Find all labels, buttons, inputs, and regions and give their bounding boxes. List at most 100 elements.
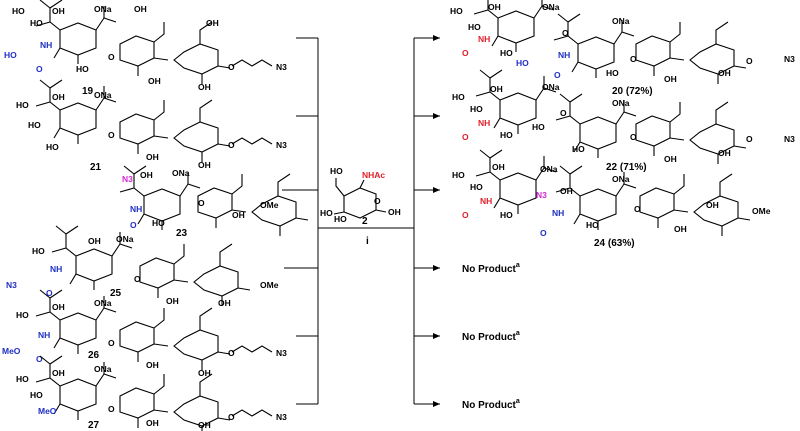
atom-nh: NH — [38, 330, 50, 340]
compound-21: HO OH ONa HO O HO OH OH O N3 21 — [16, 79, 287, 173]
label-20: 20 (72%) — [612, 86, 653, 97]
atom-oh: OH — [52, 6, 65, 16]
atom-oh: OH — [198, 160, 211, 170]
atom-meo: MeO — [38, 406, 57, 416]
right-bracket — [413, 35, 440, 407]
atom-oh: OH — [88, 236, 101, 246]
atom-oh: OH — [718, 148, 731, 158]
atom-oh: OH — [52, 302, 65, 312]
no-product-3: No Producta — [462, 398, 520, 411]
atom-nh: NH — [552, 208, 564, 218]
atom-ho: HO — [28, 120, 41, 130]
atom-ona: ONa — [540, 164, 558, 174]
atom-oh: OH — [218, 298, 231, 308]
atom-n3: N3 — [122, 174, 133, 184]
compound-20: HO OH ONa HO NH O HO O ONa NH HO O O HO … — [450, 0, 795, 97]
label-25: 25 — [110, 288, 122, 299]
atom-n3: N3 — [784, 134, 795, 144]
atom-ho: HO — [334, 214, 347, 224]
atom-ho: HO — [330, 166, 343, 176]
atom-ho: HO — [572, 144, 585, 154]
atom-n3: N3 — [784, 54, 795, 64]
atom-oh: OH — [718, 68, 731, 78]
atom-o: O — [108, 338, 115, 348]
atom-ona: ONa — [542, 82, 560, 92]
atom-ona: ONa — [612, 16, 630, 26]
atom-n3: N3 — [276, 140, 287, 150]
atom-ho: HO — [452, 92, 465, 102]
label-22: 22 (71%) — [606, 162, 647, 173]
atom-oh: OH — [148, 76, 161, 86]
atom-ho: HO — [46, 142, 59, 152]
atom-ho: HO — [606, 68, 619, 78]
compound-23: N3 OH ONa NH O HO O OH OMe 23 — [119, 165, 309, 239]
atom-ho: HO — [32, 246, 45, 256]
atom-ona: ONa — [116, 234, 134, 244]
atom-oh: OH — [488, 2, 501, 12]
atom-oh: OH — [388, 207, 401, 217]
atom-oh: OH — [492, 162, 505, 172]
atom-ho: HO — [320, 208, 333, 218]
atom-ona: ONa — [94, 298, 112, 308]
reagent-label: 2 — [362, 216, 368, 227]
atom-ho: HO — [470, 104, 483, 114]
atom-nh: NH — [480, 196, 492, 206]
atom-ho: HO — [152, 218, 165, 228]
no-product-2: No Producta — [462, 330, 520, 343]
atom-n3: N3 — [276, 412, 287, 422]
atom-n3: N3 — [276, 62, 287, 72]
atom-ho: HO — [452, 170, 465, 180]
atom-ome: OMe — [752, 206, 771, 216]
atom-ho: HO — [76, 64, 89, 74]
atom-ho: HO — [12, 6, 25, 16]
no-product-1: No Producta — [462, 262, 520, 275]
svg-text:No Producta: No Producta — [462, 398, 520, 411]
atom-o: O — [540, 228, 547, 238]
atom-o: O — [198, 198, 205, 208]
atom-ona: ONa — [94, 364, 112, 374]
compound-24: HO OH ONa HO NH O HO N3 OH ONa NH O O HO… — [452, 149, 771, 249]
atom-o: O — [562, 28, 569, 38]
atom-oh: OH — [206, 18, 219, 28]
atom-o: O — [130, 220, 137, 230]
atom-o: O — [746, 56, 753, 66]
atom-oh: OH — [232, 210, 245, 220]
atom-ho: HO — [4, 50, 17, 60]
atom-o: O — [630, 132, 637, 142]
atom-o: O — [462, 132, 469, 142]
atom-ona: ONa — [94, 4, 112, 14]
label-26: 26 — [88, 350, 100, 361]
atom-nh: NH — [50, 264, 62, 274]
atom-ho: HO — [586, 220, 599, 230]
atom-oh: OH — [706, 200, 719, 210]
atom-o: O — [374, 196, 381, 206]
atom-ho: HO — [16, 374, 29, 384]
compound-26: HO OH ONa NH MeO O O OH OH O N3 26 — [2, 289, 287, 378]
atom-o: O — [228, 140, 235, 150]
compound-25: HO OH ONa NH N3 O O OH OH OMe 25 — [6, 225, 279, 308]
atom-ome: OMe — [260, 280, 279, 290]
svg-text:No Producta: No Producta — [462, 262, 520, 275]
atom-o: O — [108, 130, 115, 140]
atom-oh: OH — [674, 224, 687, 234]
atom-ho: HO — [450, 6, 463, 16]
atom-o: O — [108, 404, 115, 414]
label-19: 19 — [82, 86, 94, 97]
atom-o: O — [228, 348, 235, 358]
atom-n3: N3 — [6, 280, 17, 290]
atom-ho: HO — [16, 100, 29, 110]
atom-o: O — [554, 70, 561, 80]
atom-oh: OH — [140, 170, 153, 180]
atom-nh: NH — [558, 50, 570, 60]
atom-oh: OH — [52, 368, 65, 378]
condition-label: i — [366, 236, 369, 247]
atom-meo: MeO — [2, 346, 21, 356]
atom-o: O — [134, 274, 141, 284]
atom-oh: OH — [198, 368, 211, 378]
atom-oh: OH — [198, 420, 211, 430]
label-27: 27 — [88, 420, 100, 431]
atom-ona: ONa — [542, 2, 560, 12]
compound-27: HO OH ONa HO MeO O OH OH O N3 27 — [16, 355, 287, 431]
atom-ho: HO — [470, 182, 483, 192]
